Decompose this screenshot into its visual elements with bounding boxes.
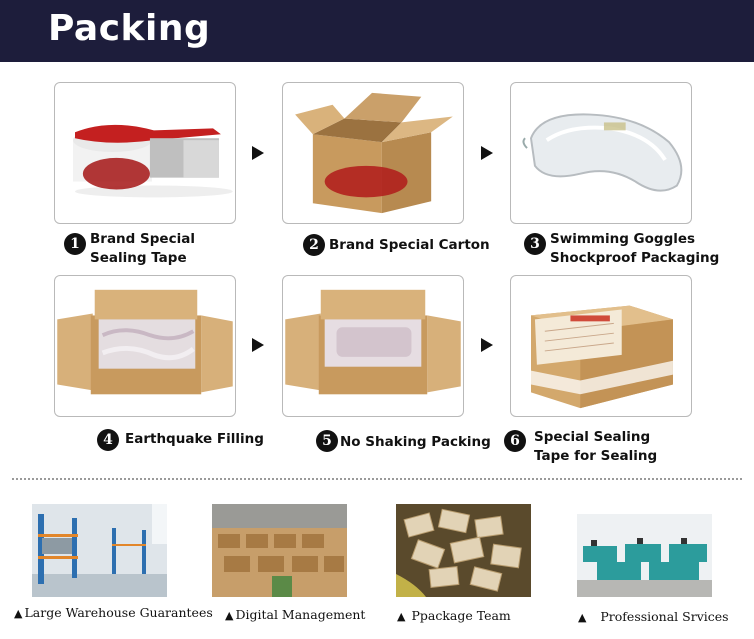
step-1-number: 1: [64, 233, 86, 255]
sealed-box-image: [531, 305, 673, 409]
package-team-photo: [396, 504, 531, 597]
page-header: Packing: [0, 0, 754, 62]
step-1-label: Brand Special Sealing Tape: [90, 231, 195, 266]
card-goggles-packaging: [510, 82, 692, 224]
step-4-number: 4: [97, 429, 119, 451]
card-sealed-box: [510, 275, 692, 417]
triangle-up-icon: ▲: [578, 611, 587, 624]
arrow-icon: [481, 146, 493, 160]
step-6-number: 6: [504, 430, 526, 452]
caption-digital: ▲Digital Management: [225, 607, 365, 622]
goggles-case-image: [522, 113, 683, 192]
warehouse-photo: [32, 504, 167, 597]
card-no-shaking: [282, 275, 464, 417]
sealing-tape-image: [73, 124, 233, 198]
step-5-number: 5: [316, 430, 338, 452]
caption-services-label: Professional Srvices: [600, 609, 729, 624]
card-carton: [282, 82, 464, 224]
step-2-number: 2: [303, 234, 325, 256]
caption-services: ▲ Professional Srvices: [578, 609, 729, 624]
caption-digital-label: Digital Management: [235, 607, 366, 622]
caption-warehouse-label: Large Warehouse Guarantees: [24, 605, 213, 620]
caption-team-label: Ppackage Team: [411, 608, 511, 623]
card-sealing-tape: [54, 82, 236, 224]
step-5-label: No Shaking Packing: [340, 434, 491, 450]
step-3-number: 3: [524, 233, 546, 255]
step-3-label: Swimming Goggles Shockproof Packaging: [550, 231, 720, 266]
caption-warehouse: ▲Large Warehouse Guarantees: [14, 605, 213, 620]
dotted-divider: [12, 478, 742, 480]
card-earthquake-filling: [54, 275, 236, 417]
step-4-label: Earthquake Filling: [125, 431, 264, 447]
page-title: Packing: [48, 8, 211, 49]
step-6-label: Special Sealing Tape for Sealing: [534, 429, 658, 464]
triangle-up-icon: ▲: [225, 609, 234, 622]
arrow-icon: [481, 338, 493, 352]
packed-box-image: [285, 289, 461, 395]
filling-box-image: [57, 289, 233, 395]
caption-team: ▲ Ppackage Team: [397, 608, 511, 623]
digital-management-photo: [212, 504, 347, 597]
carton-image: [295, 92, 453, 214]
arrow-icon: [252, 146, 264, 160]
step-2-label: Brand Special Carton: [329, 237, 490, 253]
triangle-up-icon: ▲: [397, 610, 406, 623]
triangle-up-icon: ▲: [14, 607, 23, 620]
professional-services-photo: [577, 504, 712, 597]
arrow-icon: [252, 338, 264, 352]
